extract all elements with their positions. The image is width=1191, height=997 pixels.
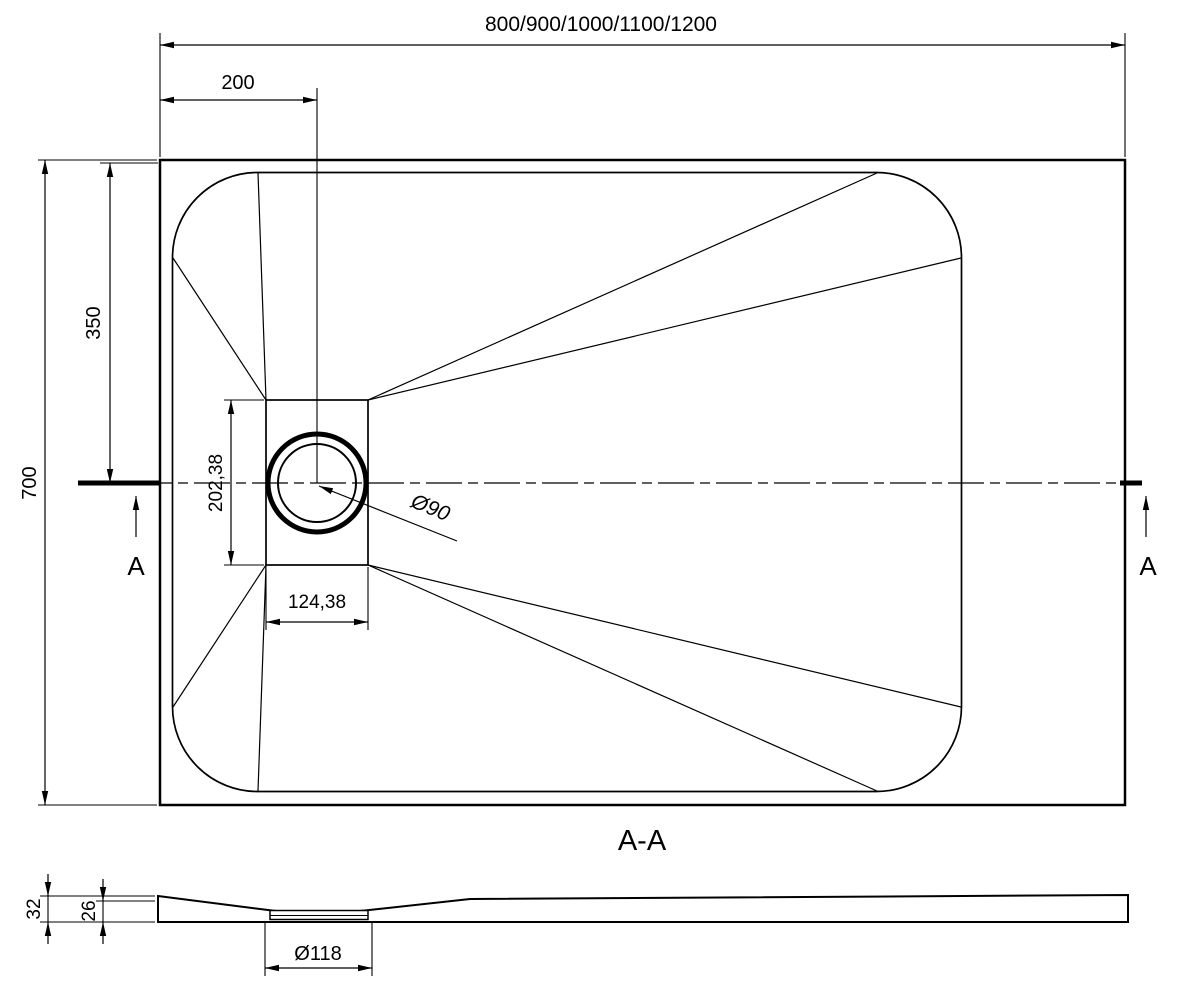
leader-line	[318, 485, 458, 542]
dim-text-overall-depth: 700	[19, 466, 41, 499]
section-cut-line: A A	[78, 480, 1157, 581]
slope-line	[172, 257, 267, 401]
section-view: A-A 32 26 Ø118	[24, 825, 1129, 976]
slope-line	[257, 172, 267, 401]
dim-base-height: 26	[79, 879, 155, 944]
slope-line	[172, 564, 267, 708]
dim-text-base-height: 26	[79, 900, 100, 921]
dim-text-recess-height: 202,38	[206, 454, 227, 512]
dim-text-drain-offset-y: 350	[83, 306, 105, 339]
dim-drain-offset-y: 350	[83, 162, 158, 483]
dim-drain-hole: Ø118	[264, 921, 373, 976]
dim-width-options: 800/900/1000/1100/1200	[159, 13, 1126, 157]
section-marker-label-left: A	[127, 551, 145, 581]
dim-drain-offset-x: 200	[160, 72, 317, 104]
slope-line	[257, 564, 267, 792]
dim-text-total-height: 32	[24, 898, 45, 919]
dim-overall-depth: 700	[19, 159, 157, 806]
slope-line	[367, 564, 962, 708]
slope-lines	[172, 172, 962, 792]
dim-text-drain-hole: Ø118	[294, 943, 341, 965]
dim-recess-width: 124,38	[265, 567, 369, 630]
dim-recess-height: 202,38	[206, 399, 264, 566]
dim-total-height: 32	[24, 874, 155, 944]
section-marker-label-right: A	[1139, 551, 1157, 581]
dim-text-drain-offset-x: 200	[221, 72, 254, 94]
tray-inner-edge	[171, 171, 963, 793]
slope-line	[367, 257, 962, 401]
slope-line	[367, 172, 878, 401]
slope-line	[367, 564, 878, 792]
dim-text-recess-width: 124,38	[288, 592, 346, 613]
section-title: A-A	[618, 825, 667, 857]
top-view: A A 800/900/1000/1100/1200 200 700 350	[19, 13, 1157, 807]
dim-text-drain-diameter: Ø90	[407, 489, 454, 526]
dim-text-width-options: 800/900/1000/1100/1200	[485, 13, 717, 36]
